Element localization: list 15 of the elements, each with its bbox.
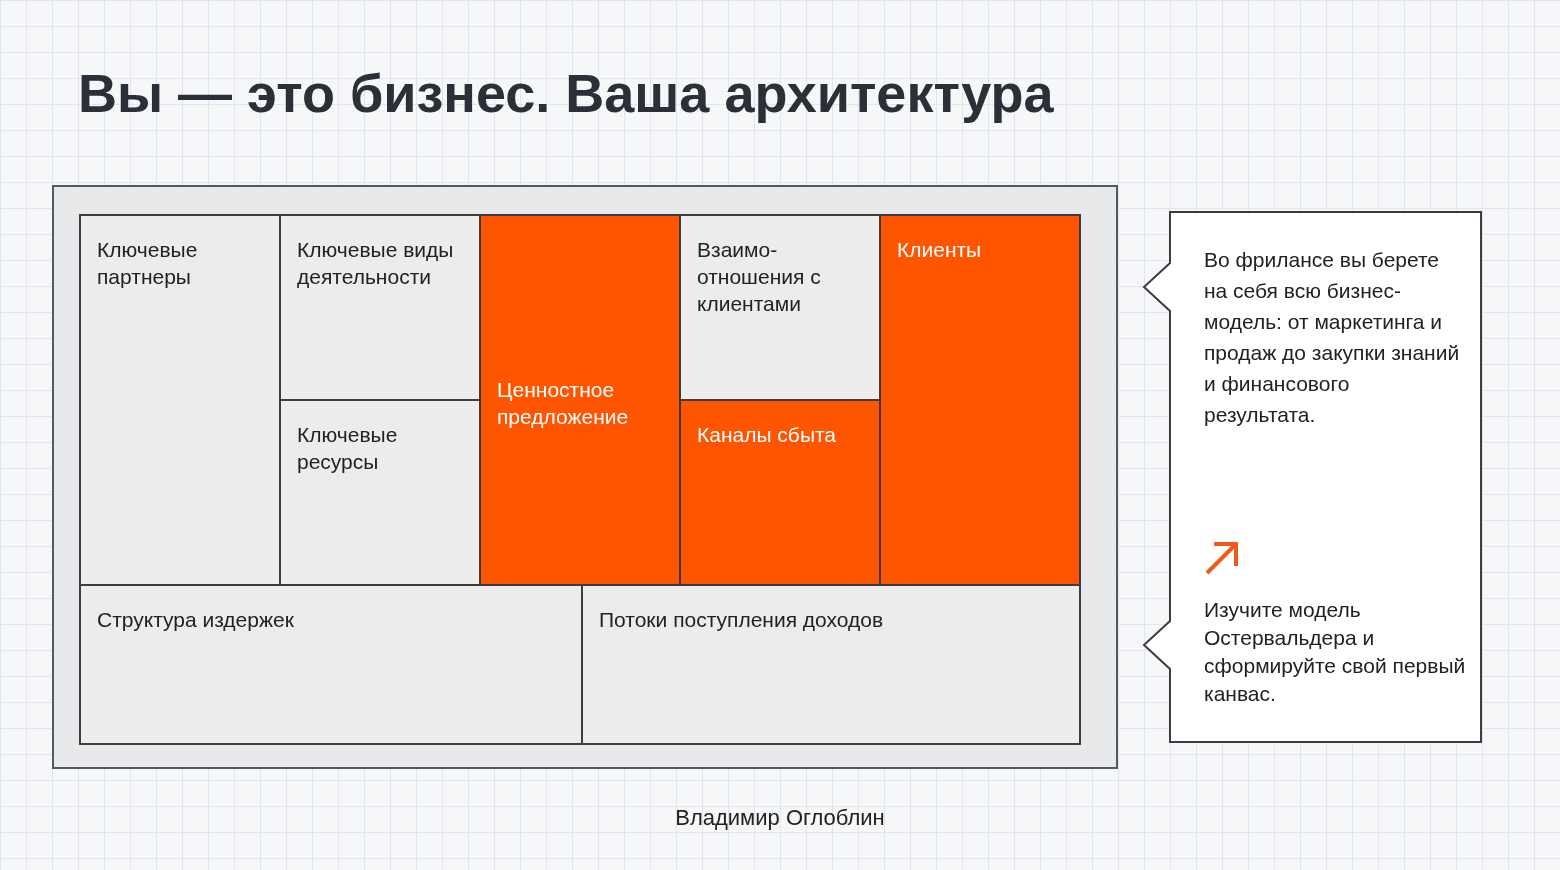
callout-text: Изучите модель Остервальдера и сформируйте свой первый канвас. (1204, 597, 1466, 707)
highlighted-canvas-block: Клиенты (879, 214, 1081, 586)
canvas-block: Ключевые ресурсы (279, 399, 481, 586)
canvas-block: Взаимо- отношения с клиентами (679, 214, 881, 401)
canvas-block: Ключевые партнеры (79, 214, 281, 586)
highlighted-canvas-block: Каналы сбыта (679, 399, 881, 586)
callout-box (1141, 210, 1483, 744)
highlighted-canvas-block: Ценностное предложение (479, 214, 681, 586)
slide-title: Вы — это бизнес. Ваша архитектура (78, 62, 1054, 124)
canvas-block: Ключевые виды деятельности (279, 214, 481, 401)
canvas-frame (52, 185, 1118, 769)
canvas-block: Структура издержек (79, 584, 583, 745)
author-name: Владимир Оглоблин (675, 805, 885, 830)
callout-text: Во фрилансе вы берете на себя всю бизнес-модель: от маркетинга и продаж до закупки знаний и финансового результата. (1204, 247, 1461, 428)
canvas-block: Потоки поступления доходов (581, 584, 1081, 745)
